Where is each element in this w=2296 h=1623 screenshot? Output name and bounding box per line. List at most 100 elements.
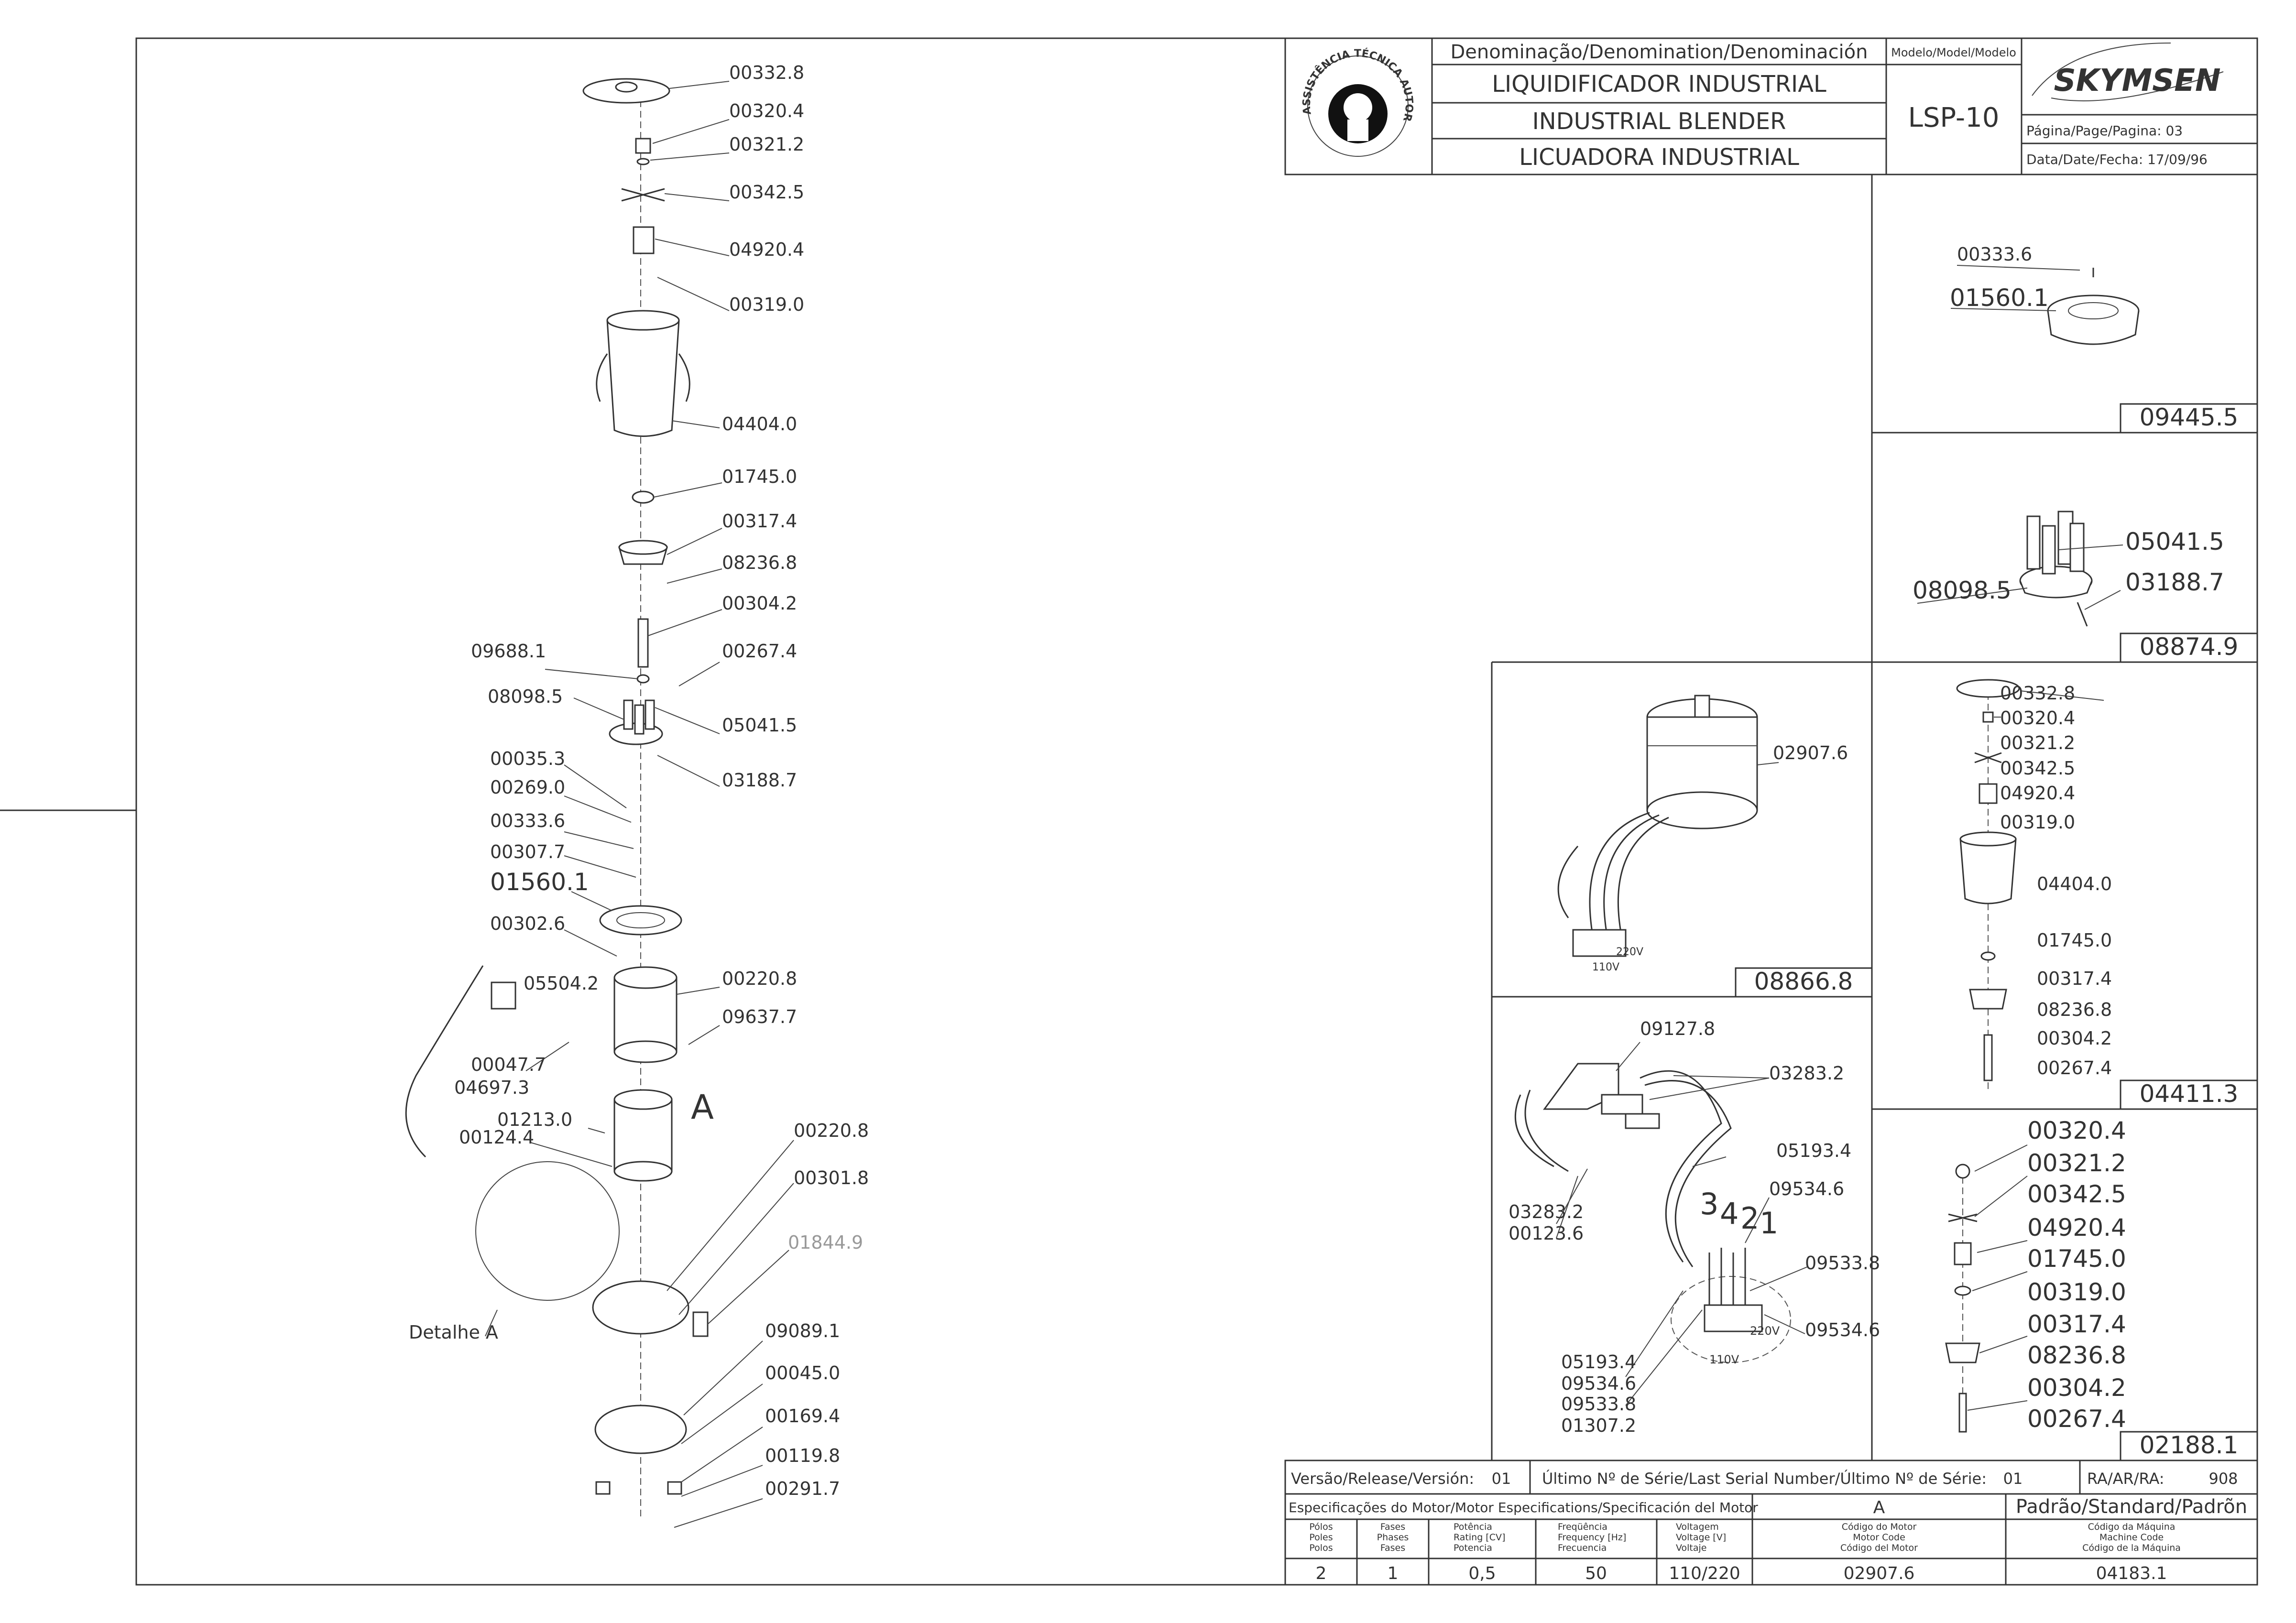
washer: [636, 158, 650, 165]
part-label: 09637.7: [722, 1006, 797, 1027]
part-label: 01844.9: [788, 1232, 863, 1253]
part-label: 00119.8: [765, 1445, 840, 1466]
svg-text:00304.2: 00304.2: [2037, 1028, 2112, 1049]
part-label: 00169.4: [765, 1405, 840, 1427]
part-label: 04920.4: [729, 239, 804, 260]
voltage-label: 110V: [1709, 1353, 1739, 1366]
svg-text:Polos: Polos: [1309, 1543, 1333, 1553]
serial-label: Último Nº de Série/Last Serial Number/Úl…: [1542, 1469, 1987, 1488]
svg-text:00267.4: 00267.4: [2037, 1057, 2112, 1078]
detail-label: Detalhe A: [409, 1322, 498, 1343]
part-label: 00304.2: [722, 593, 797, 614]
svg-text:Código do Motor: Código do Motor: [1842, 1522, 1917, 1532]
part-label: 03188.7: [2125, 568, 2224, 596]
spec-value-motor-code: 02907.6: [1844, 1564, 1915, 1583]
svg-text:Voltagem: Voltagem: [1676, 1522, 1719, 1532]
drawing-frame: [135, 37, 2258, 1586]
version-value: 01: [1492, 1470, 1511, 1488]
bearing-housing: [633, 226, 655, 254]
panel-09445: 09445.5 00333.6 01560.1: [1950, 244, 2258, 434]
part-label: 00321.2: [729, 134, 804, 155]
label-sticker: [491, 981, 516, 1010]
panel-title: 04411.3: [2140, 1080, 2239, 1108]
bottom-plate: [594, 1405, 687, 1454]
serial-value: 01: [2003, 1470, 2023, 1488]
panel-04411: 04411.3 00332.8 00320.4 00321.2 00342.5 …: [1956, 679, 2258, 1110]
svg-text:Freqüência: Freqüência: [1558, 1522, 1607, 1532]
spec-value-poles: 2: [1316, 1564, 1327, 1583]
part-label: 09534.6: [1769, 1178, 1844, 1199]
part-label: 00269.0: [490, 777, 565, 798]
svg-text:00320.4: 00320.4: [2000, 708, 2075, 729]
part-label: 00319.0: [729, 294, 804, 315]
svg-text:00317.4: 00317.4: [2037, 968, 2112, 989]
part-label: 00047.7: [471, 1054, 546, 1075]
svg-text:SKYMSEN: SKYMSEN: [2054, 63, 2220, 98]
detail-a-circle: [475, 1161, 620, 1301]
part-label: 03188.7: [722, 770, 797, 791]
foot: [667, 1481, 682, 1495]
svg-text:Código del Motor: Código del Motor: [1840, 1543, 1918, 1553]
svg-text:01745.0: 01745.0: [2037, 930, 2112, 951]
part-label: 00267.4: [722, 641, 797, 662]
part-label: 05193.4: [1561, 1351, 1636, 1372]
part-label: 03283.2: [1769, 1063, 1844, 1084]
panel-title: 08866.8: [1754, 968, 1853, 995]
nut: [635, 138, 651, 154]
part-label: 00045.0: [765, 1362, 840, 1383]
bearing-cover: [599, 905, 682, 936]
part-label: 00291.7: [765, 1478, 840, 1499]
shaft: [637, 618, 649, 668]
svg-text:08236.8: 08236.8: [2027, 1341, 2126, 1369]
name-spanish: LICUADORA INDUSTRIAL: [1519, 144, 1799, 171]
spec-value-frequency: 50: [1585, 1564, 1607, 1583]
model-number: LSP-10: [1908, 102, 2000, 133]
blade: [621, 188, 665, 202]
part-label: 04404.0: [722, 414, 797, 435]
terminal-number: 2: [1740, 1201, 1759, 1236]
panel-wiring: 09127.8 03283.2 05193.4 09534.6 03283.2 …: [1509, 1018, 1880, 1436]
part-label: 09534.6: [1561, 1373, 1636, 1394]
version-label: Versão/Release/Versión:: [1291, 1470, 1474, 1488]
terminal-number: 4: [1720, 1196, 1738, 1231]
svg-text:Poles: Poles: [1309, 1532, 1333, 1543]
drawing-date: Data/Date/Fecha: 17/09/96: [2026, 152, 2208, 167]
svg-text:Pólos: Pólos: [1309, 1522, 1333, 1532]
part-label: 01560.1: [1950, 284, 2049, 312]
motor-spec-label: Especificações do Motor/Motor Especifica…: [1289, 1500, 1758, 1515]
main-assembly: A Detalhe A: [405, 78, 714, 1520]
part-label: 00307.7: [490, 841, 565, 862]
panel-02188: 02188.1 00320.4 00321.2 00342.5 04920.4 …: [1945, 1117, 2258, 1461]
jar: [606, 320, 680, 437]
svg-text:00321.2: 00321.2: [2027, 1149, 2126, 1177]
svg-text:00342.5: 00342.5: [2000, 758, 2075, 779]
svg-text:Voltaje: Voltaje: [1676, 1543, 1707, 1553]
part-label: 01307.2: [1561, 1415, 1636, 1436]
svg-text:04404.0: 04404.0: [2037, 873, 2112, 894]
panel-title: 02188.1: [2140, 1431, 2239, 1459]
part-label: 00333.6: [1957, 244, 2032, 265]
main-part-labels: 00332.8 00320.4 00321.2 00342.5 04920.4 …: [454, 62, 869, 1528]
svg-text:00332.8: 00332.8: [2000, 683, 2075, 704]
terminal-number: 3: [1700, 1187, 1718, 1221]
part-label: 00220.8: [794, 1120, 869, 1141]
svg-text:00320.4: 00320.4: [2027, 1117, 2126, 1144]
part-label: 01745.0: [722, 466, 797, 487]
ra-value: 908: [2209, 1470, 2238, 1488]
svg-text:Fases: Fases: [1380, 1522, 1405, 1532]
svg-text:00304.2: 00304.2: [2027, 1374, 2126, 1402]
svg-text:Código da Máquina: Código da Máquina: [2088, 1522, 2176, 1532]
svg-text:Frecuencia: Frecuencia: [1558, 1543, 1607, 1553]
spec-column-headers: Pólos Poles Polos Fases Phases Fases Pot…: [1309, 1522, 2181, 1553]
part-label: 00317.4: [722, 511, 797, 532]
part-label: 00333.6: [490, 810, 565, 831]
part-label: 08098.5: [488, 686, 563, 707]
panel-08874: 08874.9 05041.5 08098.5 03188.7: [1913, 511, 2258, 663]
switch: [692, 1311, 709, 1337]
part-label: 09127.8: [1640, 1018, 1715, 1039]
svg-text:Voltage [V]: Voltage [V]: [1676, 1532, 1726, 1543]
svg-text:Frequency [Hz]: Frequency [Hz]: [1558, 1532, 1626, 1543]
voltage-label: 220V: [1750, 1324, 1780, 1338]
motor-spec-table: Versão/Release/Versión: 01 Último Nº de …: [1284, 1460, 2258, 1586]
svg-text:Rating [CV]: Rating [CV]: [1454, 1532, 1505, 1543]
